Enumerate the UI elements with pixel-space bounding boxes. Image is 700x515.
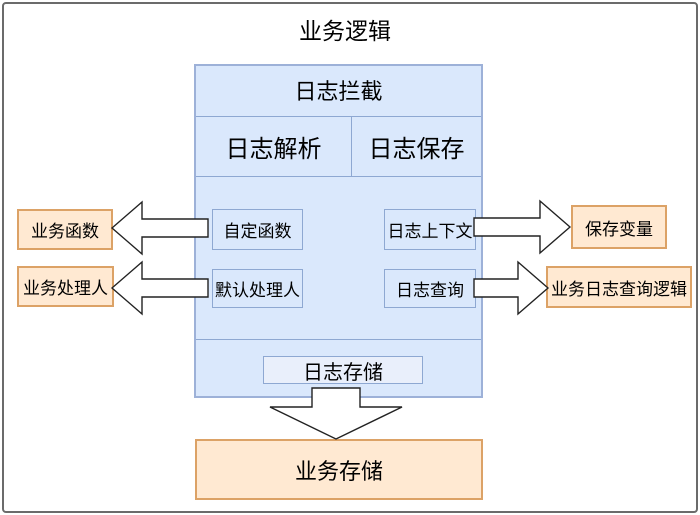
log-interceptor-container: 日志拦截 日志解析 日志保存 自定函数 日志上下文 默认处理人 日志查询 日志存… — [194, 64, 483, 398]
node-business-log-query-logic: 业务日志查询逻辑 — [546, 266, 692, 308]
node-business-function: 业务函数 — [17, 209, 113, 250]
node-log-storage: 日志存储 — [263, 356, 423, 384]
node-log-save: 日志保存 — [368, 136, 465, 163]
interceptor-columns-row: 日志解析 日志保存 — [196, 117, 481, 177]
node-log-context: 日志上下文 — [384, 209, 476, 250]
node-log-query: 日志查询 — [384, 269, 476, 308]
interceptor-footer-strip: 日志存储 — [196, 339, 481, 400]
diagram-title: 业务逻辑 — [299, 18, 391, 44]
node-business-storage: 业务存储 — [195, 439, 483, 500]
node-save-variable: 保存变量 — [571, 205, 667, 249]
node-log-intercept: 日志拦截 — [196, 66, 481, 117]
node-default-handler: 默认处理人 — [212, 269, 303, 308]
node-business-handler: 业务处理人 — [17, 266, 114, 307]
node-custom-function: 自定函数 — [212, 209, 303, 250]
node-log-parse: 日志解析 — [196, 117, 352, 176]
